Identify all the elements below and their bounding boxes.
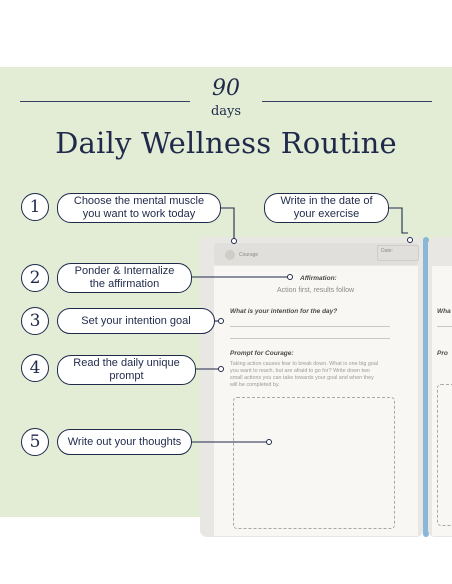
- target-dot-date: [407, 237, 413, 243]
- affirmation-heading: Affirmation:: [300, 275, 337, 282]
- target-dot-1: [231, 238, 237, 244]
- days-number: 90: [212, 76, 240, 101]
- page-title: Daily Wellness Routine: [55, 126, 397, 160]
- step-number-1: 1: [21, 193, 49, 221]
- header-rule-left: [20, 101, 190, 102]
- second-page-box: [437, 384, 452, 526]
- step-3-line-1: Set your intention goal: [81, 314, 191, 327]
- intention-line-1: [230, 326, 390, 327]
- affirmation-text: Action first, results follow: [277, 287, 355, 294]
- target-dot-5: [266, 439, 272, 445]
- muscle-icon: [225, 250, 235, 260]
- step-5-line-1: Write out your thoughts: [67, 435, 182, 448]
- step-1-line-1: Choose the mental muscle: [73, 195, 205, 207]
- target-dot-4: [218, 366, 224, 372]
- journal-spine-blue: [423, 237, 429, 537]
- step-5-pill: Write out your thoughts: [57, 429, 192, 455]
- step-4-pill: Read the daily unique prompt: [57, 355, 196, 385]
- prompt-text: Taking action causes fear to break down.…: [230, 361, 400, 389]
- step-3-pill: Set your intention goal: [57, 308, 215, 334]
- step-4-line-2: prompt: [109, 370, 144, 382]
- intention-line-2: [230, 338, 390, 339]
- journal-muscle-label: Courage: [239, 252, 259, 258]
- step-4-line-1: Read the daily unique: [73, 357, 180, 369]
- prompt-line: will be completed by.: [230, 382, 280, 388]
- journal-date-label: Date:: [381, 248, 393, 254]
- step-1-pill: Choose the mental muscle you want to wor…: [57, 193, 221, 223]
- step-number-4: 4: [21, 354, 49, 382]
- step-number-3: 3: [21, 307, 49, 335]
- leader-date: [389, 207, 408, 234]
- header-rule-right: [262, 101, 432, 102]
- second-page-heading-2: Pro: [437, 350, 448, 357]
- prompt-line: Taking action causes fear to break down.…: [230, 361, 379, 367]
- step-1-line-2: you want to work today: [82, 208, 196, 220]
- journal-page: [214, 266, 418, 536]
- step-number-2: 2: [21, 264, 49, 292]
- step-2-line-1: Ponder & Internalize: [74, 265, 175, 277]
- date-box: [377, 245, 419, 261]
- date-step-pill: Write in the date of your exercise: [264, 193, 389, 223]
- prompt-line: small actions you can take towards your …: [230, 375, 374, 381]
- journal-header-strip: [214, 243, 418, 265]
- leader-step-1: [221, 207, 235, 241]
- step-2-line-2: the affirmation: [89, 278, 160, 290]
- prompt-line: you want to reach, but are afraid to go …: [230, 368, 370, 374]
- target-dot-3: [218, 318, 224, 324]
- days-word: days: [210, 104, 242, 119]
- intention-heading: What is your intention for the day?: [230, 308, 338, 315]
- prompt-heading: Prompt for Courage:: [230, 350, 294, 357]
- date-step-line-2: your exercise: [293, 208, 360, 220]
- target-dot-2: [287, 274, 293, 280]
- second-page-line: [437, 326, 452, 327]
- date-step-line-1: Write in the date of: [280, 195, 373, 207]
- step-number-5: 5: [21, 428, 49, 456]
- notes-box: [233, 397, 395, 529]
- step-2-pill: Ponder & Internalize the affirmation: [57, 263, 192, 293]
- second-page-heading-1: Wha: [437, 308, 451, 315]
